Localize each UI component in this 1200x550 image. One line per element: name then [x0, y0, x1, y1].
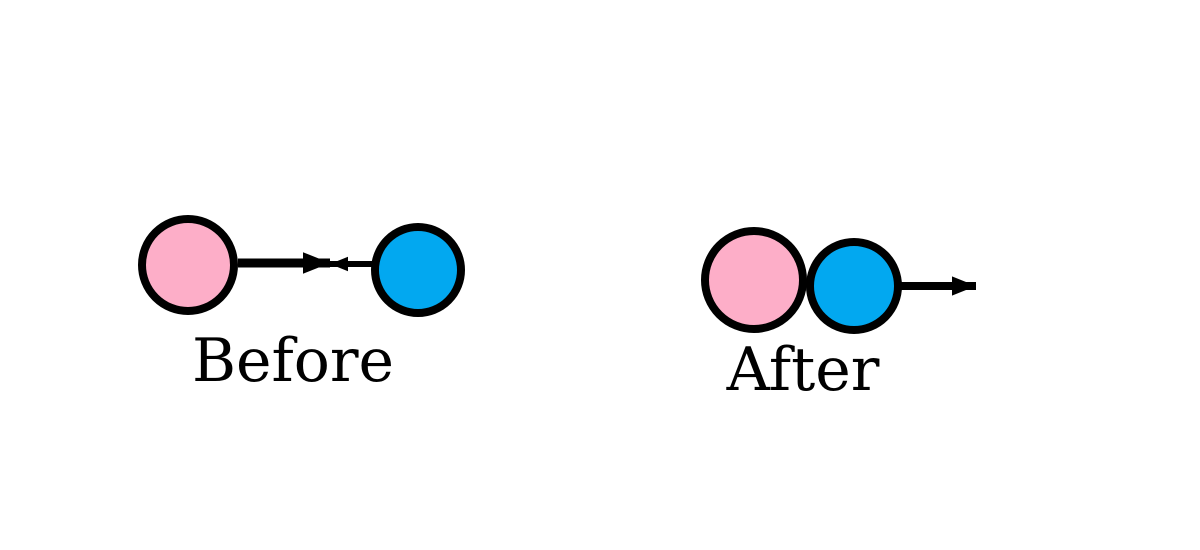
- after-scene: After: [701, 227, 976, 405]
- pink-ball-after: [701, 227, 807, 333]
- after-label: After: [726, 335, 880, 405]
- before-label: Before: [192, 326, 394, 396]
- blue-ball-after: [806, 238, 902, 334]
- blue-ball: [371, 223, 465, 317]
- before-scene: Before: [138, 215, 465, 396]
- pink-ball: [138, 215, 238, 315]
